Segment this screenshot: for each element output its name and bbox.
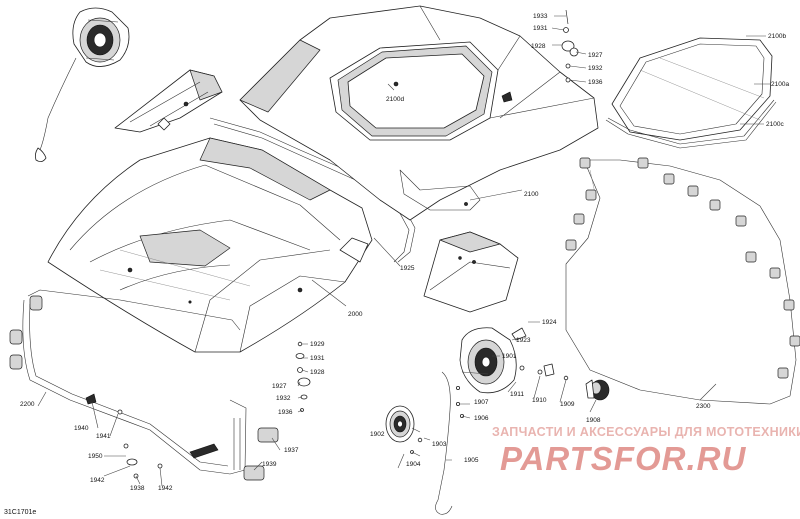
callout-1906: 1906 [474,415,489,422]
callout-1907: 1907 [474,399,489,406]
callout-1927b: 1927 [272,383,287,390]
speaker-small-1902 [385,405,423,454]
callout-1942b: 1942 [158,485,173,492]
callout-2000: 2000 [348,311,363,318]
callout-1904: 1904 [406,461,421,468]
tweeter-1908 [585,379,610,401]
callout-1931: 1931 [533,25,548,32]
callout-1923: 1923 [516,337,531,344]
callout-1910: 1910 [532,397,547,404]
watermark-logo: PARTSFOR.RU [500,440,746,477]
diagram-code: 31C1701e [4,509,36,516]
hood-panel-2000 [47,137,373,353]
cable-1905 [435,371,464,515]
watermark-tagline: ЗАПЧАСТИ И АКСЕССУАРЫ ДЛЯ МОТОТЕХНИКИ [492,425,800,439]
callout-2100d: 2100d [386,96,404,103]
hardware-center-left [295,341,311,412]
callout-1932: 1932 [588,65,603,72]
callout-2100b: 2100b [768,33,786,40]
callout-1911: 1911 [510,391,524,398]
roof-panel-2100 [239,5,599,221]
speaker-top-left [34,7,130,162]
callout-1942a: 1942 [90,477,105,484]
hardware-top-right [561,9,579,83]
hardware-front-left [85,393,163,479]
callout-2100a: 2100a [771,81,789,88]
callout-1931b: 1931 [310,355,325,362]
callout-1908: 1908 [586,417,601,424]
callout-1932b: 1932 [276,395,291,402]
callout-1936: 1936 [588,79,603,86]
cover-panel-right [423,231,519,313]
callout-1933: 1933 [533,13,548,20]
callout-1928b: 1928 [310,369,325,376]
callout-1939: 1939 [262,461,277,468]
callout-1940: 1940 [74,425,89,432]
callout-1925: 1925 [400,265,415,272]
callout-1938: 1938 [130,485,145,492]
callout-1927: 1927 [588,52,603,59]
roof-glass-2100a [605,37,777,149]
callout-1937: 1937 [284,447,299,454]
net-clips [565,157,800,379]
callout-1941: 1941 [96,433,111,440]
callout-1902: 1902 [370,431,385,438]
callout-2200: 2200 [20,401,35,408]
callout-1950: 1950 [88,453,103,460]
callout-1903: 1903 [432,441,447,448]
callout-1936b: 1936 [278,409,293,416]
speaker-front-1901 [459,327,569,394]
leader-lines [37,15,770,487]
side-net-2300 [565,159,797,405]
callout-1929: 1929 [310,341,325,348]
callout-1901: 1901 [502,353,517,360]
callout-2100: 2100 [524,191,539,198]
callout-1909: 1909 [560,401,575,408]
callout-2300: 2300 [696,403,711,410]
callout-2100c: 2100c [766,121,784,128]
front-panel-2200 [9,289,279,481]
callout-1928: 1928 [531,43,546,50]
callout-1924: 1924 [542,319,557,326]
cover-panel-small [114,69,223,133]
callout-1905: 1905 [464,457,479,464]
